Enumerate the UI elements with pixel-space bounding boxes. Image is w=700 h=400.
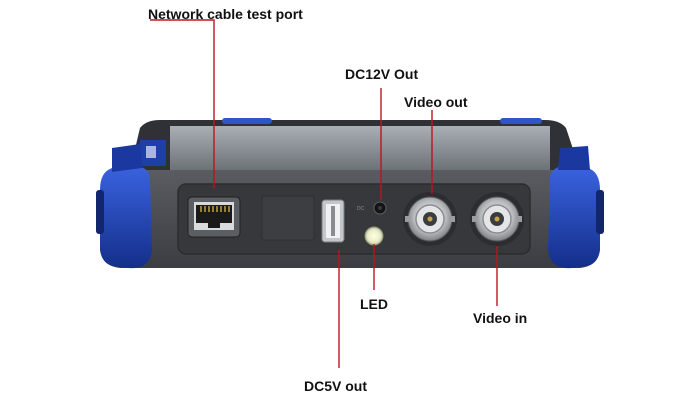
left-bumper	[96, 144, 152, 269]
bnc-video-out	[403, 192, 457, 246]
dc12v-jack: DC	[357, 201, 387, 215]
bnc-video-in	[470, 192, 524, 246]
label-dc5v-out: DC5V out	[304, 378, 367, 394]
device-top	[130, 118, 580, 170]
leader-lines	[150, 19, 498, 368]
top-button	[500, 118, 542, 124]
label-network-port: Network cable test port	[148, 6, 303, 22]
label-video-out: Video out	[404, 94, 468, 110]
label-dc12v-out: DC12V Out	[345, 66, 419, 82]
screen	[170, 126, 550, 170]
usb-port	[321, 199, 345, 243]
top-button	[222, 118, 272, 124]
led-lamp	[364, 226, 384, 246]
rj45-port	[187, 196, 241, 238]
svg-text:DC: DC	[357, 206, 365, 212]
cover-plate	[261, 195, 315, 241]
label-led: LED	[360, 296, 388, 312]
label-video-in: Video in	[473, 310, 528, 326]
right-bumper	[548, 146, 604, 269]
leader-line-network	[150, 19, 215, 188]
